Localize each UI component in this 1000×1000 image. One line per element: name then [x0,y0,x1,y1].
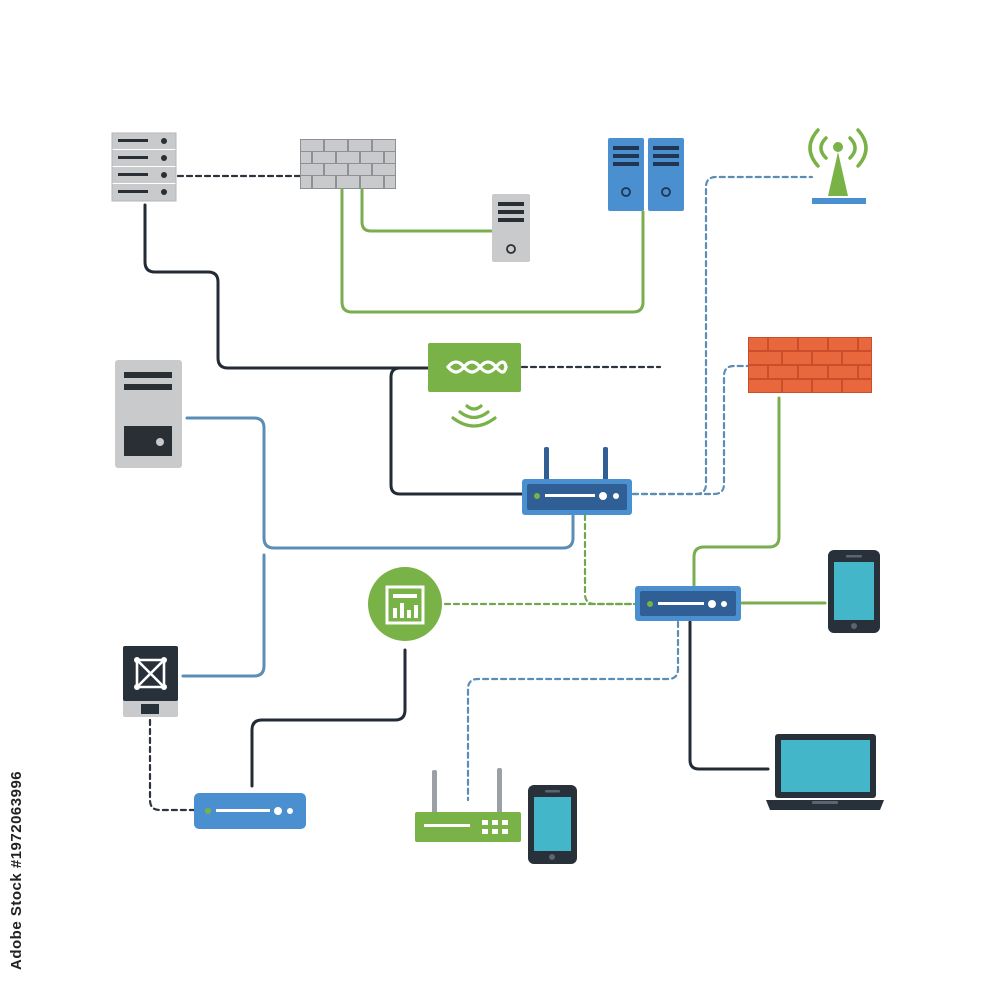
watermark-brand: Adobe Stock [8,867,25,970]
stock-watermark-id: Adobe Stock #1972063996 [8,755,30,985]
link-orange-firewall-to-switch [692,396,781,587]
link-router-to-orange-firewall [631,364,752,496]
wireless-switch-icon [428,343,521,428]
small-tower-server-icon [492,194,530,262]
link-switch-to-laptop [688,620,770,771]
link-wifi-switch-to-router [389,366,525,496]
link-switch-to-green-router [466,620,680,802]
link-gateway-to-modem [148,718,197,812]
gateway-device-icon [123,646,178,717]
network-switch-icon [635,586,741,621]
rack-server-icon [111,132,177,202]
broadcast-antenna-icon [808,128,868,204]
gray-brick-firewall-icon [300,139,396,189]
smartphone-icon [528,785,577,864]
link-firewall-to-small-tower [360,188,494,233]
router-icon [522,447,632,515]
connection-lines [143,174,827,812]
link-desktop-to-router [185,416,575,550]
link-router-to-switch [583,513,638,606]
blue-server-pair-icon [608,138,684,211]
link-gateway-to-desktop-line [181,553,266,678]
orange-brick-firewall-icon [748,337,872,393]
link-analytics-to-modem [250,648,407,788]
watermark-asset-id: #1972063996 [8,770,25,868]
link-rack-to-wifi-switch [143,203,434,370]
modem-icon [194,793,306,829]
link-firewall-to-blue-servers [340,188,645,314]
laptop-icon [766,734,884,810]
wifi-signal-icon [451,404,497,428]
green-router-icon [415,768,521,842]
analytics-chart-icon [368,567,442,641]
link-router-to-antenna [631,175,814,496]
smartphone-icon [828,550,880,633]
desktop-tower-icon [115,360,182,468]
